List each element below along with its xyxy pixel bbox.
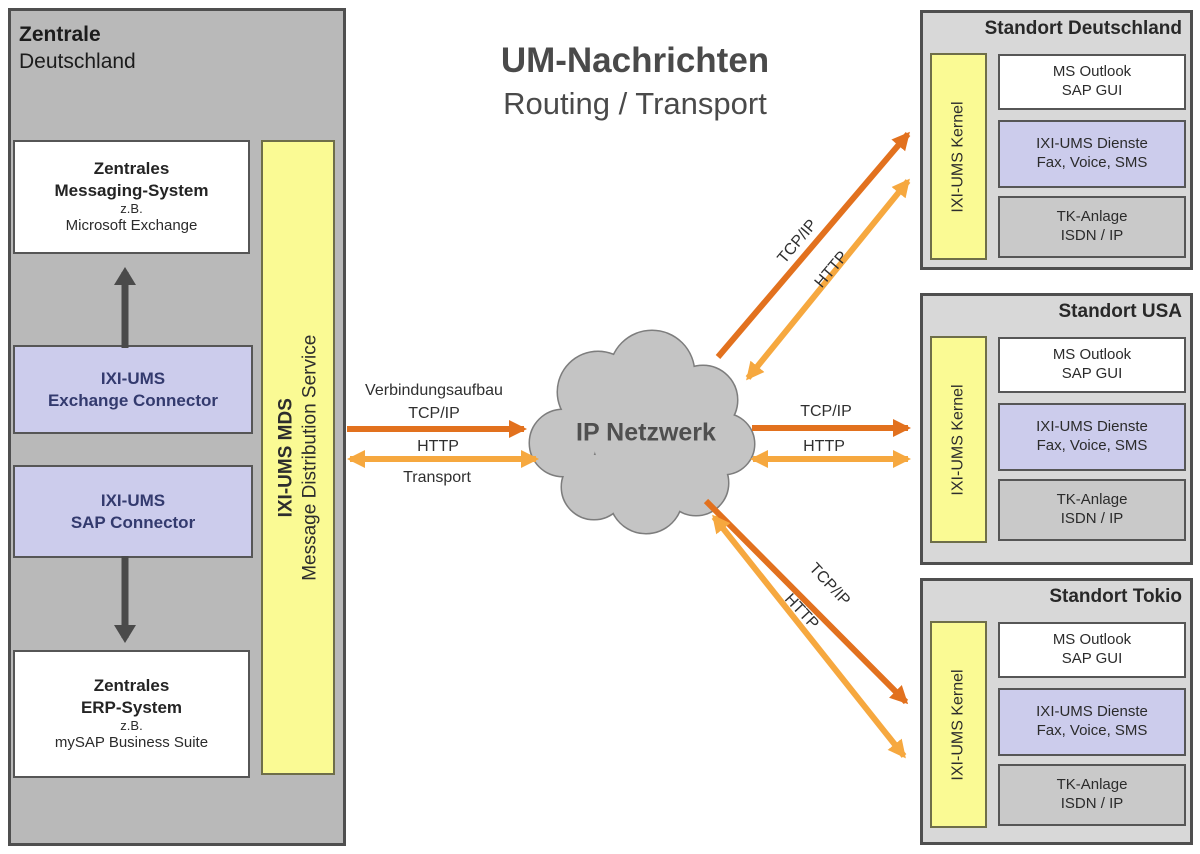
site-tokio-client-box: MS Outlook SAP GUI — [998, 622, 1186, 678]
tcpip-label-deutschland: TCP/IP — [774, 216, 821, 267]
exchange-connector-line1: IXI-UMS — [100, 369, 166, 389]
client-line2: SAP GUI — [1061, 365, 1123, 382]
site-deutschland-client-box: MS Outlook SAP GUI — [998, 54, 1186, 110]
tcpip-label-usa: TCP/IP — [800, 403, 852, 420]
site-deutschland-kernel-label: IXI-UMS Kernel — [949, 100, 967, 213]
client-line1: MS Outlook — [1052, 346, 1132, 364]
messaging-system-box: Zentrales Messaging-System z.B. Microsof… — [13, 140, 250, 254]
client-line2: SAP GUI — [1061, 82, 1123, 99]
verbindungsaufbau-label: Verbindungsaufbau — [365, 382, 503, 399]
services-line1: IXI-UMS Dienste — [1036, 135, 1148, 153]
title-line2: Routing / Transport — [503, 85, 767, 121]
pbx-line2: ISDN / IP — [1060, 227, 1124, 244]
page-title: UM-Nachrichten Routing / Transport — [385, 38, 885, 124]
site-deutschland-panel: Standort Deutschland IXI-UMS Kernel MS O… — [920, 10, 1193, 270]
sap-connector-line1: IXI-UMS — [100, 491, 166, 511]
site-usa-title: Standort USA — [1058, 301, 1183, 322]
services-line1: IXI-UMS Dienste — [1036, 703, 1148, 721]
messaging-line4: Microsoft Exchange — [65, 217, 198, 234]
client-line1: MS Outlook — [1052, 631, 1132, 649]
site-deutschland-services-box: IXI-UMS Dienste Fax, Voice, SMS — [998, 120, 1186, 188]
http-label-tokio: HTTP — [780, 590, 822, 633]
pbx-line2: ISDN / IP — [1060, 795, 1124, 812]
tcp-arrow-tokio — [703, 498, 909, 705]
messaging-line1: Zentrales — [93, 159, 170, 179]
pbx-line1: TK-Anlage — [1056, 491, 1128, 509]
site-deutschland-pbx-box: TK-Anlage ISDN / IP — [998, 196, 1186, 258]
zentrale-label-line2: Deutschland — [19, 50, 136, 74]
pbx-line2: ISDN / IP — [1060, 510, 1124, 527]
erp-line3: z.B. — [120, 717, 143, 733]
http-label-left: HTTP — [417, 438, 459, 455]
tcpip-label-left: TCP/IP — [408, 405, 460, 422]
title-line1: UM-Nachrichten — [500, 41, 770, 80]
zentrale-label-line1: Zentrale — [19, 23, 101, 46]
erp-line2: ERP-System — [80, 697, 183, 717]
site-usa-pbx-box: TK-Anlage ISDN / IP — [998, 479, 1186, 541]
tcp-arrow-deutschland — [715, 131, 911, 359]
exchange-connector-line2: Exchange Connector — [47, 390, 219, 410]
site-deutschland-title: Standort Deutschland — [984, 18, 1182, 39]
site-usa-kernel-label: IXI-UMS Kernel — [949, 383, 967, 496]
services-line1: IXI-UMS Dienste — [1036, 418, 1148, 436]
pbx-line1: TK-Anlage — [1056, 776, 1128, 794]
ip-network-label: IP Netzwerk — [576, 418, 716, 447]
zentrale-label: Zentrale Deutschland — [19, 21, 136, 76]
mds-bar-text: IXI-UMS MDS Message Distribution Service — [274, 334, 322, 580]
erp-line4: mySAP Business Suite — [54, 734, 209, 751]
erp-line1: Zentrales — [93, 676, 170, 696]
erp-system-box: Zentrales ERP-System z.B. mySAP Business… — [13, 650, 250, 778]
services-line2: Fax, Voice, SMS — [1036, 437, 1148, 454]
site-tokio-panel: Standort Tokio IXI-UMS Kernel MS Outlook… — [920, 578, 1193, 845]
services-line2: Fax, Voice, SMS — [1036, 154, 1148, 171]
site-tokio-kernel-bar: IXI-UMS Kernel — [930, 621, 987, 828]
site-usa-client-box: MS Outlook SAP GUI — [998, 337, 1186, 393]
http-label-usa: HTTP — [803, 438, 845, 455]
client-line2: SAP GUI — [1061, 650, 1123, 667]
messaging-line3: z.B. — [120, 200, 143, 216]
site-usa-kernel-bar: IXI-UMS Kernel — [930, 336, 987, 543]
site-usa-services-box: IXI-UMS Dienste Fax, Voice, SMS — [998, 403, 1186, 471]
services-line2: Fax, Voice, SMS — [1036, 722, 1148, 739]
site-deutschland-kernel-bar: IXI-UMS Kernel — [930, 53, 987, 260]
zentrale-panel: Zentrale Deutschland Zentrales Messaging… — [8, 8, 346, 846]
sap-connector-line2: SAP Connector — [70, 512, 196, 532]
site-usa-panel: Standort USA IXI-UMS Kernel MS Outlook S… — [920, 293, 1193, 565]
site-tokio-title: Standort Tokio — [1049, 586, 1182, 607]
http-arrow-tokio — [711, 514, 907, 759]
pbx-line1: TK-Anlage — [1056, 208, 1128, 226]
mds-bar: IXI-UMS MDS Message Distribution Service — [261, 140, 335, 775]
client-line1: MS Outlook — [1052, 63, 1132, 81]
transport-label: Transport — [403, 469, 471, 486]
tcpip-label-tokio: TCP/IP — [805, 560, 854, 610]
sap-connector-box: IXI-UMS SAP Connector — [13, 465, 253, 558]
site-tokio-services-box: IXI-UMS Dienste Fax, Voice, SMS — [998, 688, 1186, 756]
exchange-connector-box: IXI-UMS Exchange Connector — [13, 345, 253, 434]
site-tokio-kernel-label: IXI-UMS Kernel — [949, 668, 967, 781]
messaging-line2: Messaging-System — [54, 180, 209, 200]
http-label-deutschland: HTTP — [811, 248, 852, 292]
site-tokio-pbx-box: TK-Anlage ISDN / IP — [998, 764, 1186, 826]
mds-line2: Message Distribution Service — [299, 334, 321, 581]
mds-line1: IXI-UMS MDS — [275, 397, 297, 518]
